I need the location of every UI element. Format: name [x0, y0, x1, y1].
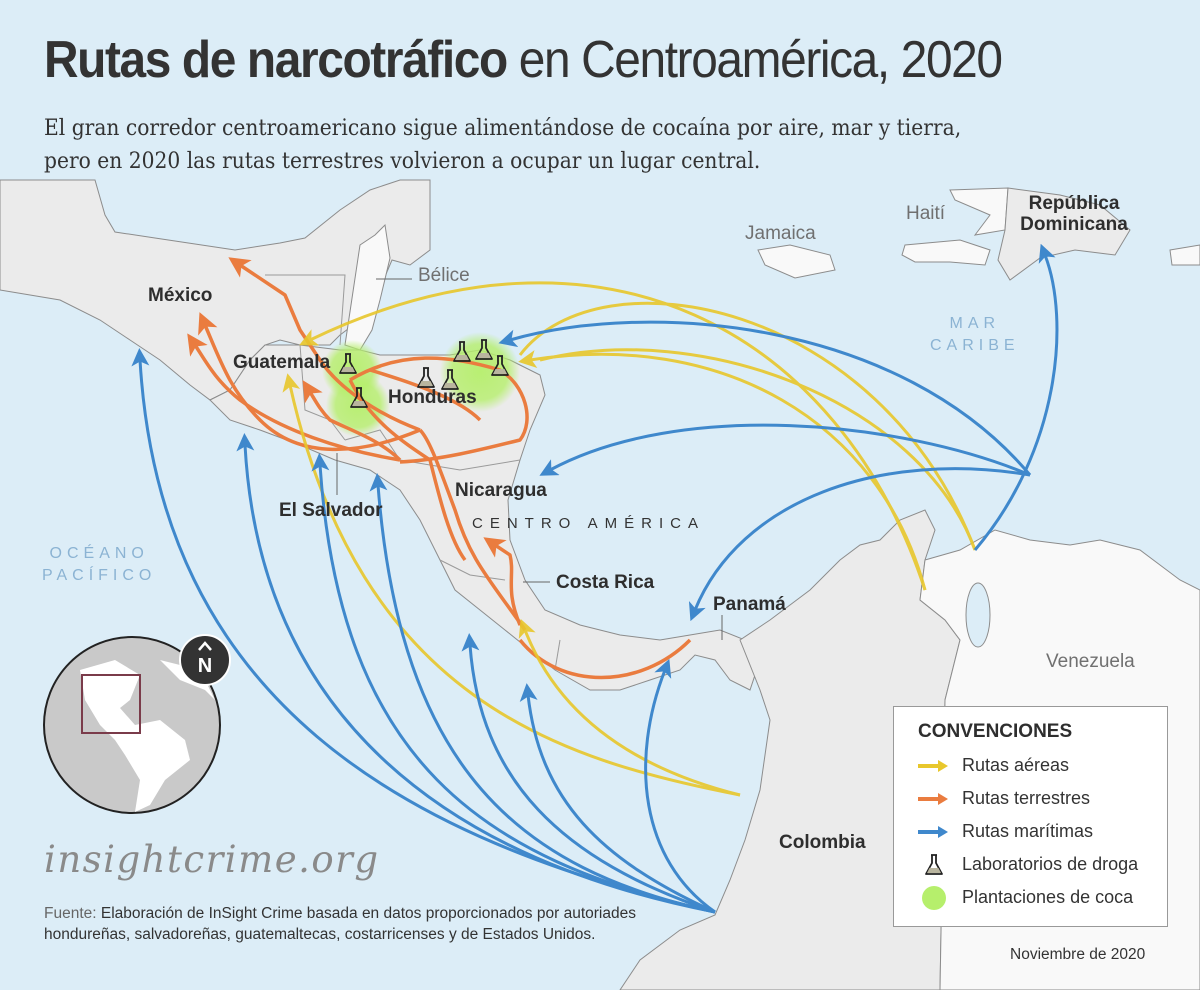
land-dominican-republic: [997, 187, 1131, 281]
legend-item-air: Rutas aéreas: [918, 749, 1167, 782]
label-honduras: Honduras: [388, 387, 477, 408]
label-el-salvador: El Salvador: [279, 500, 383, 521]
label-guatemala: Guatemala: [233, 352, 331, 373]
north-arrow-icon: N: [179, 634, 231, 686]
svg-text:N: N: [198, 655, 212, 677]
legend-item-land: Rutas terrestres: [918, 782, 1167, 815]
air-routes: [282, 281, 977, 797]
land-routes: [187, 257, 692, 680]
legend-title: CONVENCIONES: [918, 721, 1073, 742]
coca-plantations: [322, 332, 520, 437]
label-jamaica: Jamaica: [745, 223, 816, 244]
legend-item-sea: Rutas marítimas: [918, 815, 1167, 848]
land-haiti: [901, 187, 1009, 266]
label-costa-rica: Costa Rica: [556, 572, 655, 593]
land-jamaica: [757, 244, 836, 279]
sea-routes: [131, 243, 1059, 914]
legend: CONVENCIONES Rutas aéreas Rutas terrestr…: [893, 706, 1168, 927]
subtitle: El gran corredor centroamericano sigue a…: [44, 115, 962, 174]
brand-logo: insightcrime.org: [44, 838, 380, 881]
publication-date: Noviembre de 2020: [1010, 946, 1146, 963]
label-venezuela: Venezuela: [1046, 651, 1135, 672]
locator-globe: N: [43, 634, 231, 814]
blue-arrow-icon: [914, 820, 954, 844]
green-circle-icon: [914, 885, 954, 910]
page-title: Rutas de narcotráfico en Centroamérica, …: [44, 31, 1003, 89]
label-centroamerica: CENTRO AMÉRICA: [472, 515, 706, 532]
label-colombia: Colombia: [779, 832, 866, 853]
legend-item-labs: Laboratorios de droga: [918, 848, 1167, 881]
label-belice: Bélice: [418, 265, 470, 286]
label-mexico: México: [148, 285, 213, 306]
label-panama: Panamá: [713, 594, 786, 615]
flask-icon: [914, 853, 954, 877]
label-haiti: Haití: [906, 203, 946, 224]
orange-arrow-icon: [914, 787, 954, 811]
source-note: Fuente: Elaboración de InSight Crime bas…: [44, 905, 636, 943]
label-nicaragua: Nicaragua: [455, 480, 547, 501]
legend-item-coca: Plantaciones de coca: [918, 881, 1167, 914]
yellow-arrow-icon: [914, 754, 954, 778]
